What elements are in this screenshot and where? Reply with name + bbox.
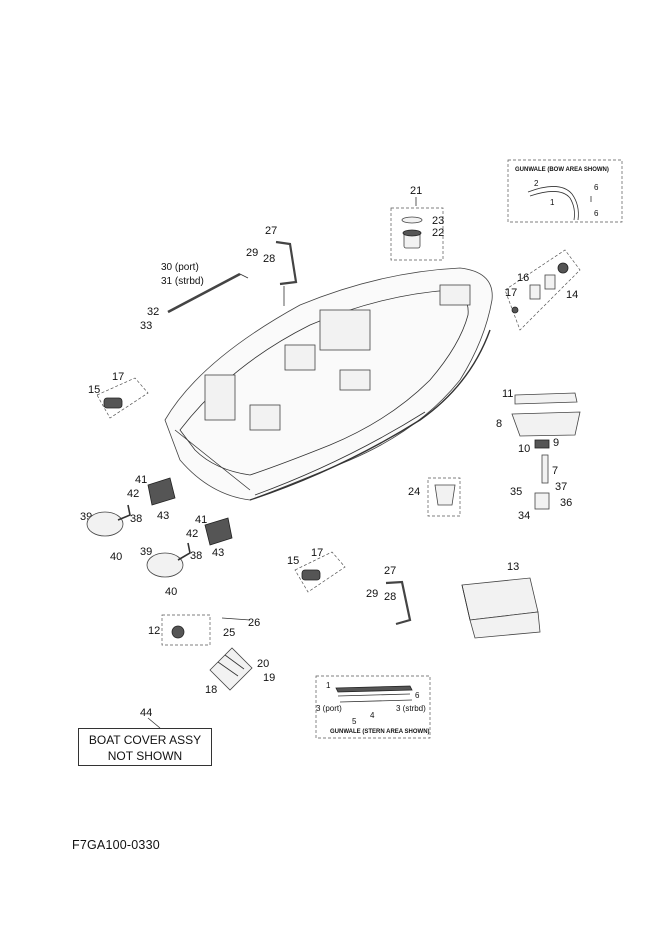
- callout-42-b: 42: [186, 528, 198, 540]
- callout-16: 16: [517, 272, 529, 284]
- callout-1-stern: 1: [326, 681, 331, 690]
- callout-19: 19: [263, 672, 275, 684]
- callout-13: 13: [507, 561, 519, 573]
- callout-40-a: 40: [110, 551, 122, 563]
- callout-37: 37: [555, 481, 567, 493]
- callout-38-a: 38: [130, 513, 142, 525]
- cleat-group-middle: 15 17: [287, 547, 346, 593]
- bow-gunwale-inset: GUNWALE (BOW AREA SHOWN) 2 1 6 6: [507, 159, 623, 223]
- callout-39-b: 39: [140, 546, 152, 558]
- callout-9: 9: [553, 437, 559, 449]
- cup-holder-group: 21 23 22: [390, 185, 444, 261]
- callout-34: 34: [518, 510, 530, 522]
- callout-28-top: 28: [263, 253, 275, 265]
- callout-43-a: 43: [157, 510, 169, 522]
- callout-10: 10: [518, 443, 530, 455]
- callout-42-a: 42: [127, 488, 139, 500]
- callout-6-bow-a: 6: [594, 183, 599, 192]
- callout-26: 26: [248, 617, 260, 629]
- callout-21: 21: [410, 185, 422, 197]
- callout-38-b: 38: [190, 550, 202, 562]
- callout-11: 11: [502, 388, 513, 400]
- callout-44: 44: [140, 707, 152, 719]
- grab-handle-lower: 27 29 28: [366, 565, 412, 626]
- rail-30-31: 30 (port) 31 (strbd) 32 33: [140, 262, 249, 332]
- callout-25: 25: [223, 627, 235, 639]
- boat-hull: [164, 267, 493, 501]
- callout-28-lower: 28: [384, 591, 396, 603]
- callout-3-strbd: 3 (strbd): [396, 704, 426, 713]
- callout-40-b: 40: [165, 586, 177, 598]
- callout-35: 35: [510, 486, 522, 498]
- stern-inset-border: [315, 675, 431, 739]
- seat-group-upper: 41 42 43 39 38 40: [80, 474, 176, 563]
- callout-31: 31 (strbd): [161, 276, 204, 287]
- cup-holder-ring: [401, 216, 423, 224]
- callout-17-left: 17: [112, 371, 124, 383]
- callout-18: 18: [205, 684, 217, 696]
- callout-33: 33: [140, 320, 152, 332]
- callout-6-stern: 6: [415, 691, 420, 700]
- ladder-18-20: 20 19 18: [205, 647, 275, 696]
- callout-23: 23: [432, 215, 444, 227]
- callout-27-top: 27: [265, 225, 277, 237]
- callout-27-lower: 27: [384, 565, 396, 577]
- callout-32: 32: [147, 306, 159, 318]
- bow-rail-outer: [527, 186, 579, 221]
- callout-6-bow-b: 6: [594, 209, 599, 218]
- grab-handle-top: 27 29 28: [246, 225, 298, 306]
- callout-22: 22: [432, 227, 444, 239]
- seat-group-lower: 41 42 43 39 38 40: [140, 514, 233, 598]
- callout-20: 20: [257, 658, 269, 670]
- drawing-code: F7GA100-0330: [72, 838, 160, 852]
- callout-1-bow: 1: [550, 198, 555, 207]
- callout-7: 7: [552, 465, 558, 477]
- cooler-13: 13: [461, 561, 541, 639]
- note-line-2: NOT SHOWN: [107, 749, 183, 763]
- callout-24: 24: [408, 486, 420, 498]
- callout-8: 8: [496, 418, 502, 430]
- callout-41-b: 41: [195, 514, 207, 526]
- callout-36: 36: [560, 497, 572, 509]
- callout-29-top: 29: [246, 247, 258, 259]
- callout-15-left: 15: [88, 384, 100, 396]
- callout-17-mid: 17: [311, 547, 323, 559]
- callout-12: 12: [148, 625, 160, 637]
- cleat-group-right: 16 17 14: [504, 249, 581, 331]
- callout-43-b: 43: [212, 547, 224, 559]
- bow-inset-title: GUNWALE (BOW AREA SHOWN): [515, 167, 609, 173]
- callout-30: 30 (port): [161, 262, 199, 273]
- callout-29-lower: 29: [366, 588, 378, 600]
- part-24: 24: [408, 477, 461, 517]
- cleat-group-left: 15 17: [88, 371, 149, 419]
- callout-44-leader: [147, 717, 161, 729]
- strip-group-7-11: 11 8 10 9 7 35 37 36 34: [496, 388, 581, 522]
- callout-41-a: 41: [135, 474, 147, 486]
- callout-4: 4: [370, 711, 375, 720]
- callout-2: 2: [534, 179, 539, 188]
- callout-5: 5: [352, 717, 357, 726]
- part-25-26: 25 26: [221, 617, 260, 639]
- boat-cover-note: BOAT COVER ASSY NOT SHOWN: [78, 728, 212, 766]
- callout-3-port: 3 (port): [316, 704, 342, 713]
- callout-17-right: 17: [505, 287, 517, 299]
- bow-inset-border: [507, 159, 623, 223]
- callout-14: 14: [566, 289, 578, 301]
- stern-inset-title: GUNWALE (STERN AREA SHOWN): [330, 729, 430, 735]
- part-12: 12: [148, 614, 211, 646]
- stern-gunwale-inset: 1 6 3 (port) 3 (strbd) 4 5 GUNWALE (STER…: [315, 675, 431, 739]
- bow-rail-inner: [529, 191, 575, 221]
- cup-holder-box: [390, 207, 444, 261]
- callout-15-mid: 15: [287, 555, 299, 567]
- note-line-1: BOAT COVER ASSY: [88, 733, 202, 747]
